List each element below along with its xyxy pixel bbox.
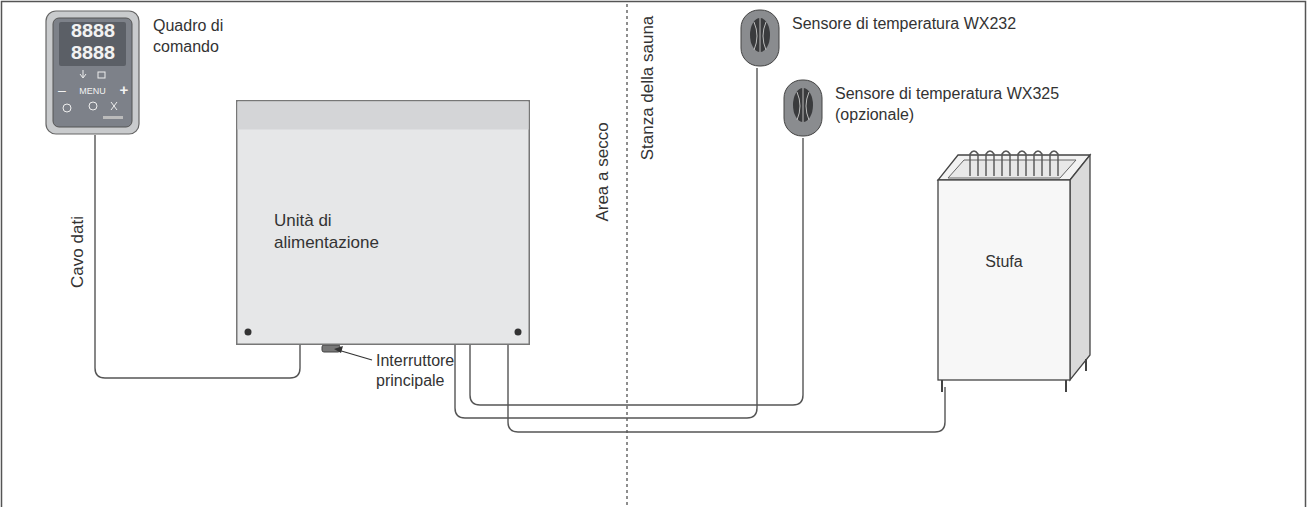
sensor-core (750, 18, 770, 52)
sauna-stove: Stufa (930, 140, 1095, 395)
heating-element (1018, 151, 1026, 176)
node-label: Quadro di comando (153, 16, 293, 58)
switch-leader (338, 350, 372, 360)
heating-element (986, 151, 994, 176)
node-label: Unità di alimentazione (274, 210, 424, 254)
switch-label: Interruttore principale (376, 351, 486, 391)
zone-label: Stanza della sauna (638, 16, 658, 161)
sensor-grille (754, 18, 766, 52)
cable (508, 345, 945, 432)
minus-button: – (56, 82, 68, 100)
power-unit: Unità di alimentazione (236, 100, 530, 345)
cable-label: Cavo dati (68, 214, 88, 290)
node-label: Stufa (938, 252, 1070, 273)
temperature-sensor: Sensore di temperatura WX325 (opzionale) (778, 78, 828, 138)
stove-side (1070, 155, 1090, 380)
sensor-housing (784, 80, 822, 136)
stove-front (938, 180, 1070, 380)
heating-element (1002, 151, 1010, 176)
lock-icon (98, 72, 105, 78)
unit-body (237, 101, 530, 345)
stove-top (938, 155, 1090, 180)
screw (515, 329, 522, 336)
stove-leg (942, 359, 1086, 392)
fan-icon (111, 102, 117, 110)
menu-button: MENU (70, 86, 115, 97)
display-digits: 8888 (59, 19, 126, 44)
panel-housing (46, 11, 139, 134)
display-digits: 8888 (59, 41, 126, 66)
node-label: Sensore di temperatura WX232 (792, 14, 1072, 35)
brand-mark (103, 116, 123, 119)
zone-label: Area a secco (593, 122, 613, 221)
temperature-sensor-outline (735, 8, 785, 68)
unit-lid (238, 102, 529, 130)
temperature-sensor: Sensore di temperatura WX232 (735, 8, 785, 68)
panel-face (53, 18, 132, 127)
light-icon (63, 104, 71, 112)
heating-element (970, 151, 978, 176)
leader-arrowhead (334, 346, 343, 353)
heating-element (1034, 151, 1042, 176)
stove-opening (948, 160, 1076, 178)
node-label: Sensore di temperatura WX325 (opzionale) (835, 84, 1083, 126)
plus-button: + (117, 81, 131, 100)
temperature-sensor-outline (778, 78, 828, 138)
cable-line (508, 345, 945, 432)
heat-icon (89, 102, 97, 110)
screw (245, 329, 252, 336)
sensor-grille (797, 88, 809, 122)
heating-element (1050, 151, 1058, 176)
sensor-housing (741, 10, 779, 66)
down-icon (80, 70, 86, 78)
sensor-core (793, 88, 813, 122)
